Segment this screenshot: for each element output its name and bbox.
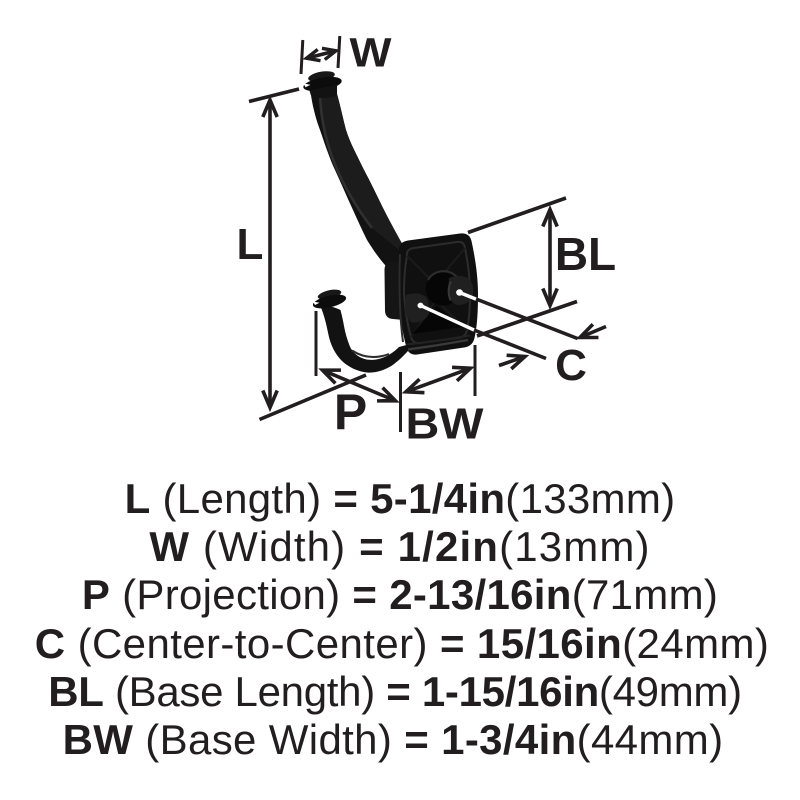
svg-text:W: W xyxy=(350,30,392,76)
svg-text:C: C xyxy=(555,341,587,390)
svg-text:P: P xyxy=(334,384,367,440)
svg-text:L: L xyxy=(237,220,264,269)
svg-text:BW: BW xyxy=(406,400,484,449)
svg-text:BL: BL xyxy=(555,228,616,280)
